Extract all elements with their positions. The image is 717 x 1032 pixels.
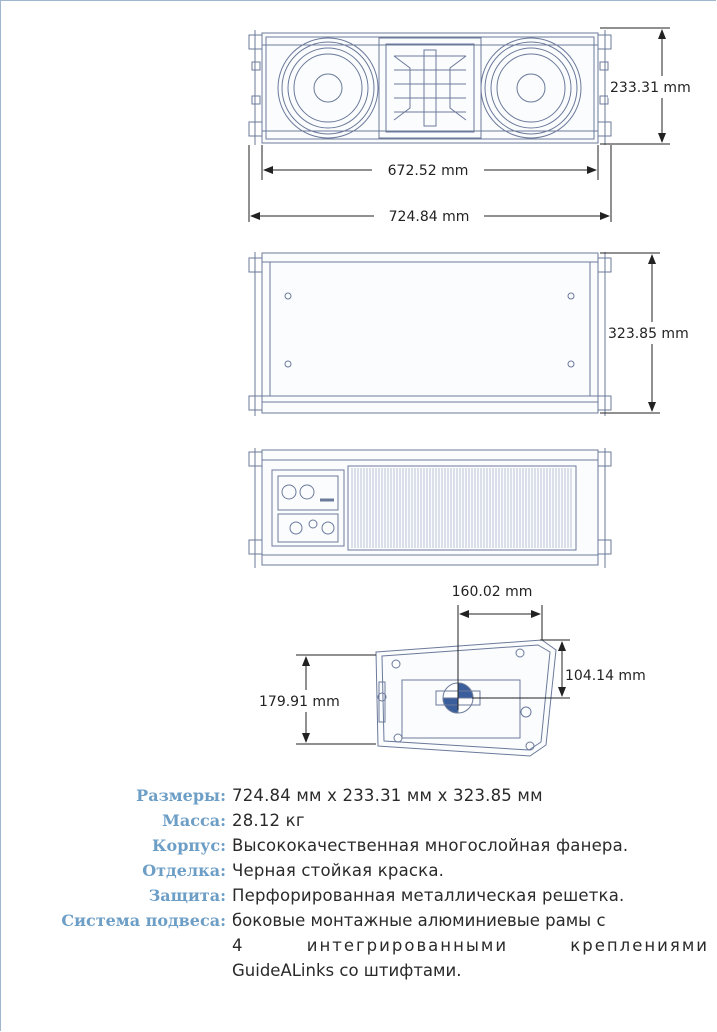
- spec-row-protection: Защита: Перфорированная металлическая ре…: [0, 883, 717, 908]
- spec-row-weight: Масса: 28.12 кг: [0, 808, 717, 833]
- front-dimensions: [248, 27, 670, 222]
- front-view: [248, 30, 612, 145]
- top-view: [248, 252, 612, 416]
- suspension-line-2: 4 интегрированными креплениями: [232, 936, 709, 955]
- spec-value: 28.12 кг: [232, 811, 305, 830]
- overall-width-label: 724.84 mm: [389, 209, 470, 225]
- spec-value: Высококачественная многослойная фанера.: [232, 836, 629, 855]
- spec-row-dimensions: Размеры: 724.84 мм x 233.31 мм x 323.85 …: [0, 783, 717, 808]
- spec-value: Черная стойкая краска.: [232, 861, 445, 880]
- side-height-label: 179.91 mm: [259, 694, 340, 710]
- spec-value: Перфорированная металлическая решетка.: [232, 886, 625, 905]
- inner-width-label: 672.52 mm: [388, 163, 469, 179]
- spec-label: Защита:: [148, 886, 226, 905]
- spec-row-finish: Отделка: Черная стойкая краска.: [0, 858, 717, 883]
- spec-label: Масса:: [162, 811, 226, 830]
- side-offset-label: 104.14 mm: [565, 668, 646, 684]
- spec-value: боковые монтажные алюминиевые рамы с 4 и…: [232, 908, 717, 983]
- spec-row-cabinet: Корпус: Высококачественная многослойная …: [0, 833, 717, 858]
- specs-table: Размеры: 724.84 мм x 233.31 мм x 323.85 …: [0, 783, 717, 983]
- suspension-line-1: боковые монтажные алюминиевые рамы с: [232, 911, 606, 930]
- suspension-line-3: GuideALinks со штифтами.: [232, 961, 462, 980]
- spec-label: Отделка:: [142, 861, 226, 880]
- spec-row-suspension: Система подвеса: боковые монтажные алюми…: [0, 908, 717, 983]
- depth-label: 323.85 mm: [608, 326, 689, 342]
- spec-value: 724.84 мм x 233.31 мм x 323.85 мм: [232, 786, 543, 805]
- spec-label: Система подвеса:: [61, 911, 226, 930]
- technical-drawing: 233.31 mm 672.52 mm 724.84 mm 323.85 mm: [248, 27, 691, 757]
- front-height-label: 233.31 mm: [610, 80, 691, 96]
- heatsink-fins: [351, 468, 572, 548]
- spec-label: Размеры:: [136, 786, 226, 805]
- side-depth-label: 160.02 mm: [452, 584, 533, 600]
- spec-label: Корпус:: [151, 836, 226, 855]
